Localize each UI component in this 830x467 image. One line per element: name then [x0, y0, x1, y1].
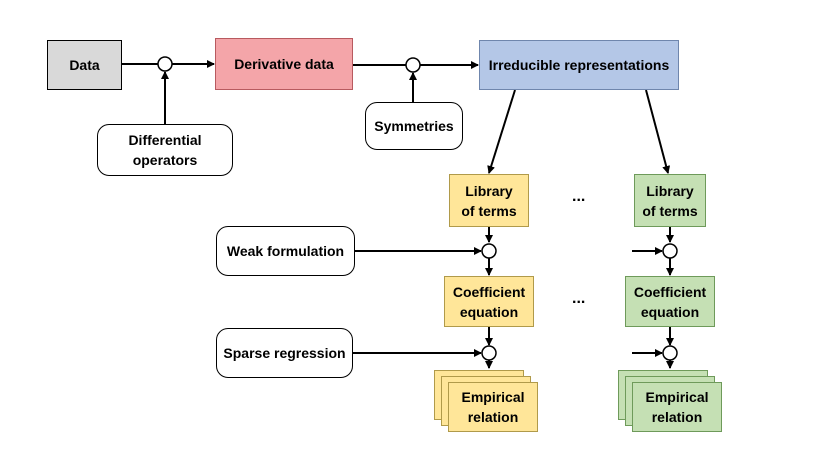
node-coefficient-left: Coefficient equation	[444, 276, 534, 327]
junction-circle	[481, 345, 497, 361]
node-label: Derivative data	[234, 56, 334, 72]
junction-circle	[405, 57, 421, 73]
edge-irreducible-library-left	[487, 89, 516, 174]
node-weak-formulation: Weak formulation	[216, 226, 355, 276]
node-label: Coefficient equation	[633, 283, 707, 320]
node-coefficient-right: Coefficient equation	[625, 276, 715, 327]
node-label: Weak formulation	[226, 243, 345, 259]
node-sparse-regression: Sparse regression	[216, 328, 353, 378]
node-label: Differential operators	[128, 132, 202, 168]
node-data: Data	[47, 40, 122, 90]
node-label: Symmetries	[374, 118, 454, 134]
node-library-left: Library of terms	[449, 174, 529, 227]
node-label: Empirical relation	[645, 389, 709, 425]
junction-circle	[662, 345, 678, 361]
junction-circle	[481, 243, 497, 259]
node-empirical-right: Empirical relation	[632, 382, 722, 432]
ellipsis: ...	[572, 188, 586, 205]
edge-irreducible-library-right	[645, 89, 671, 174]
node-library-right: Library of terms	[634, 174, 706, 227]
ellipsis: ...	[572, 290, 586, 307]
node-label: Irreducible representations	[488, 57, 670, 73]
node-irreducible-representations: Irreducible representations	[479, 40, 679, 90]
node-symmetries: Symmetries	[365, 102, 463, 150]
junction-circle	[157, 56, 173, 72]
node-label: Sparse regression	[223, 345, 346, 361]
node-label: Data	[69, 57, 100, 73]
node-label: Library of terms	[642, 182, 698, 219]
junction-circle	[662, 243, 678, 259]
node-empirical-left: Empirical relation	[448, 382, 538, 432]
node-label: Empirical relation	[461, 389, 525, 425]
node-derivative-data: Derivative data	[215, 38, 353, 90]
node-label: Coefficient equation	[452, 283, 526, 320]
node-differential-operators: Differential operators	[97, 124, 233, 176]
node-label: Library of terms	[461, 182, 517, 219]
